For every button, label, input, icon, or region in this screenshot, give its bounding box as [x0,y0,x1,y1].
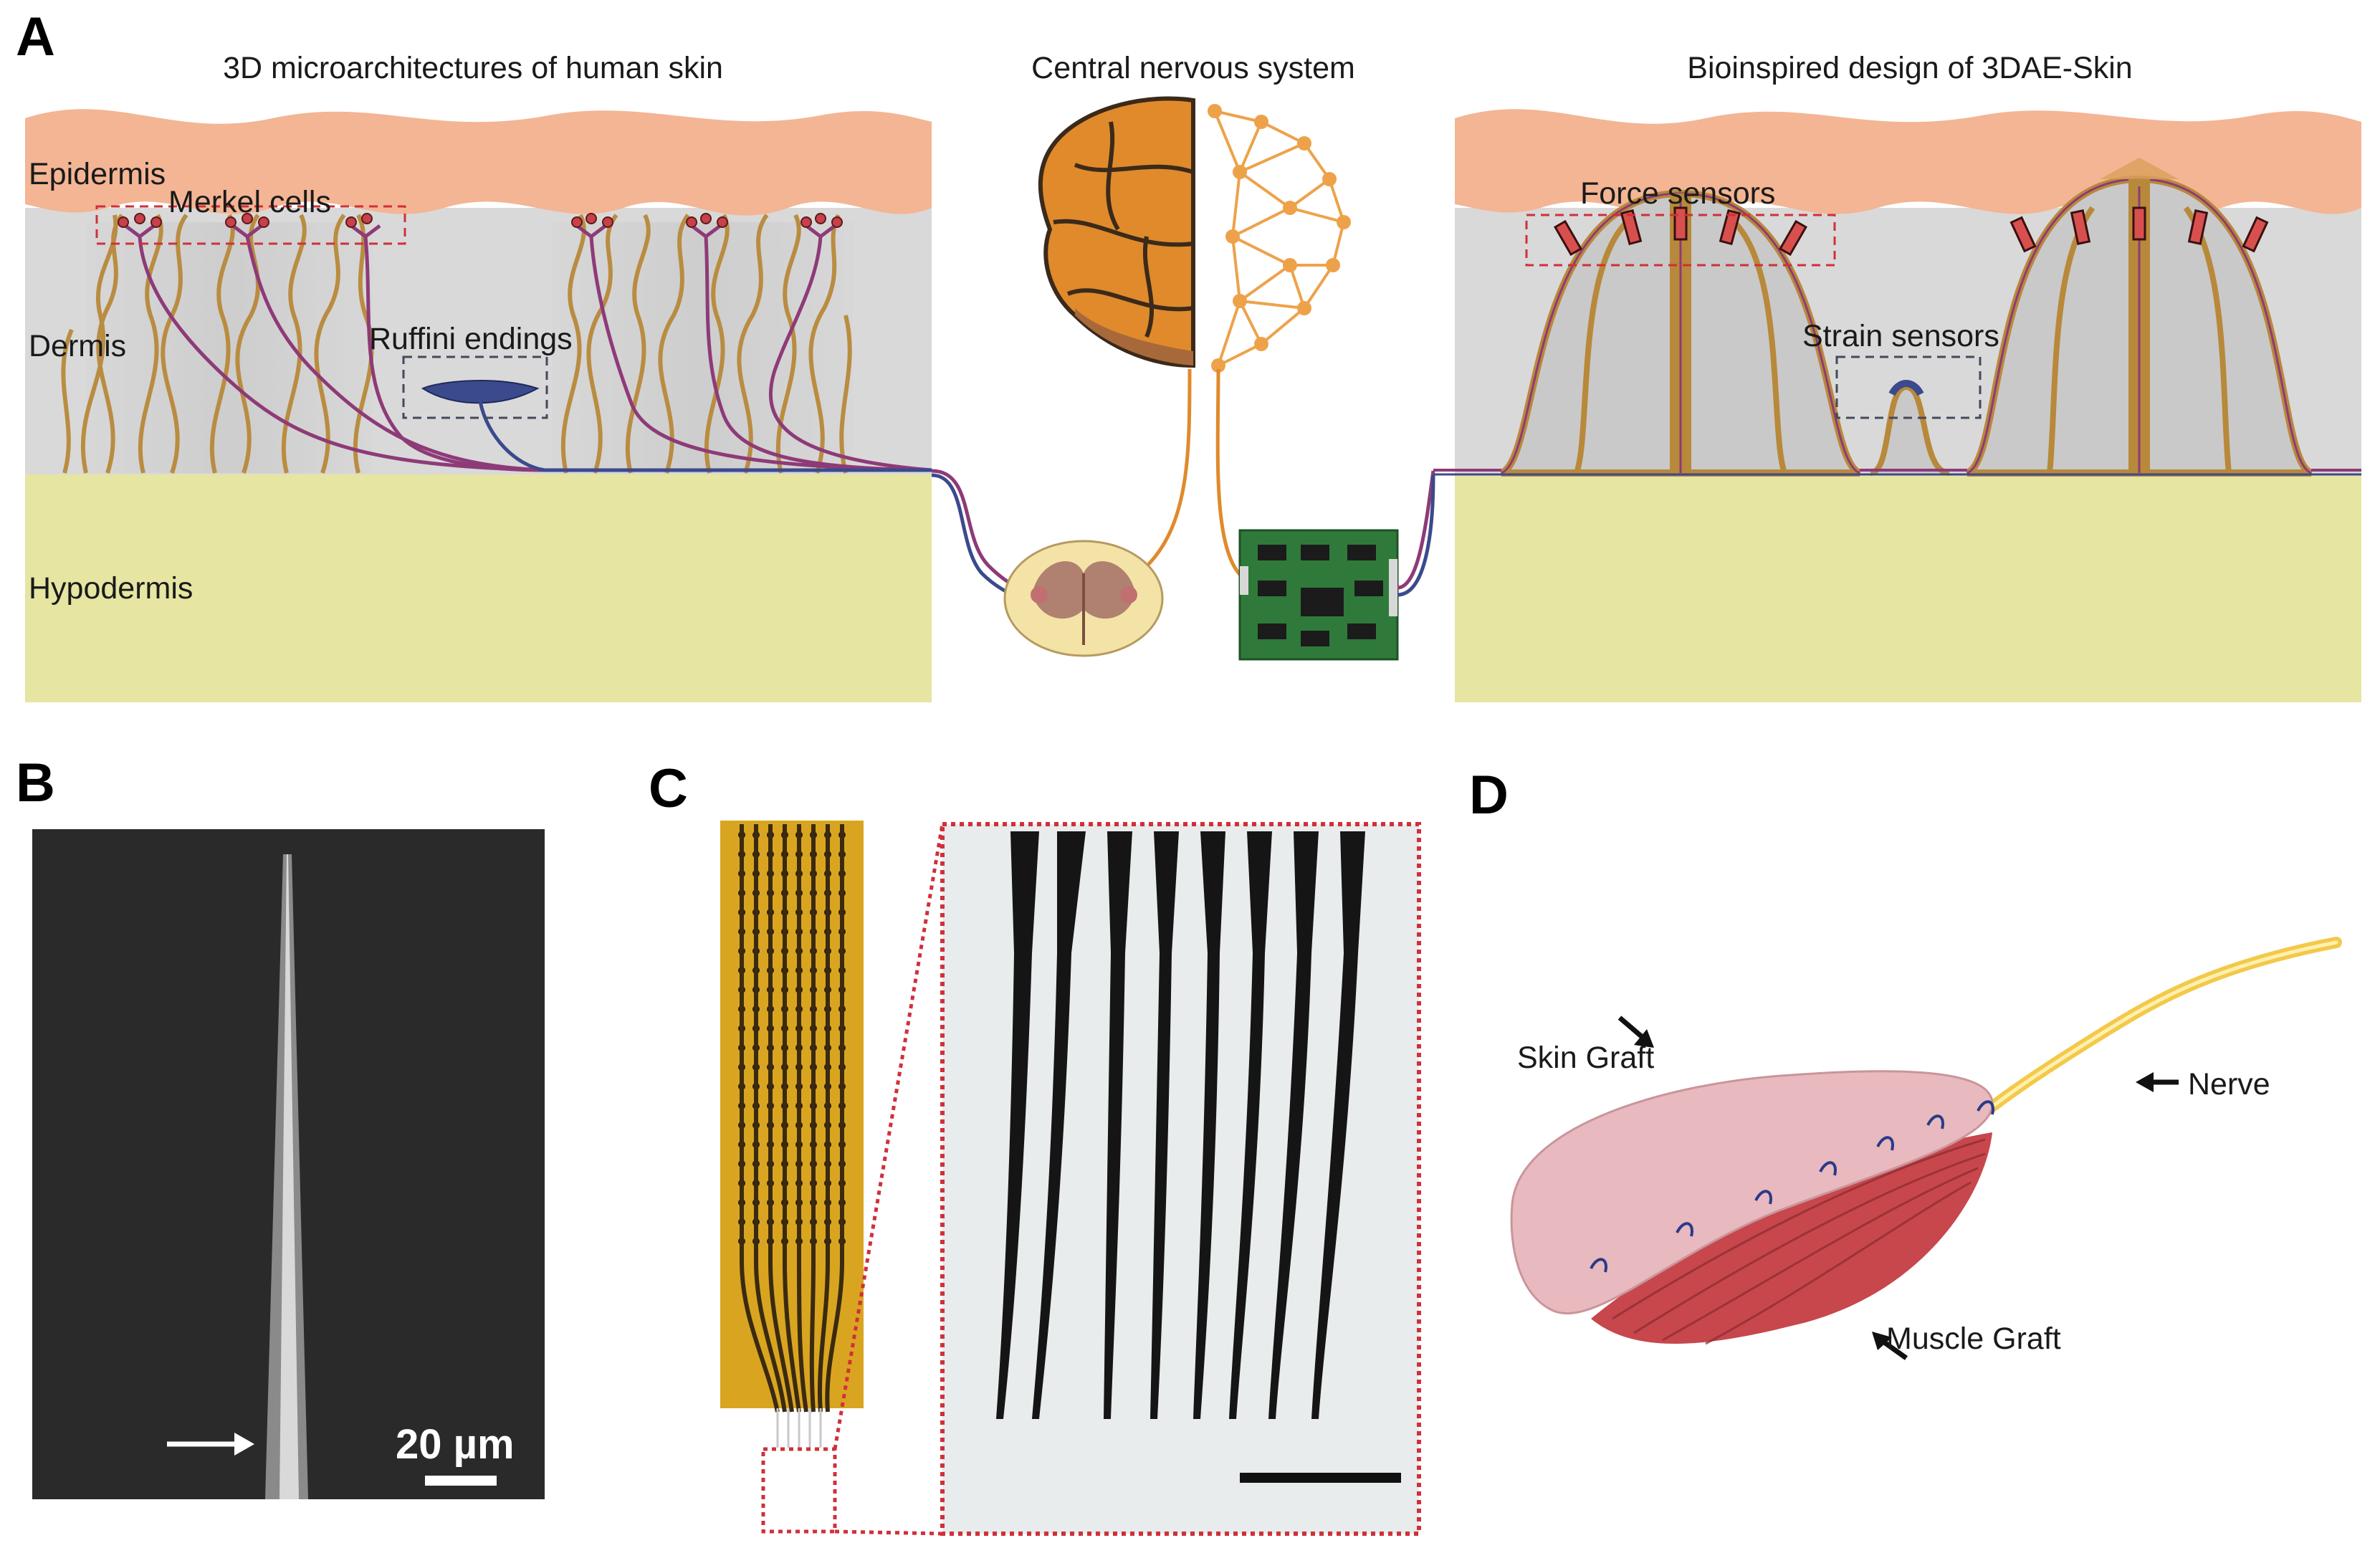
label-merkel-cells: Merkel cells [168,185,331,219]
electrode-array-photo [720,821,1421,1536]
panel-a-title-right: Bioinspired design of 3DAE-Skin [1687,51,2133,85]
epidermis-layer [25,109,932,216]
label-hypodermis: Hypodermis [29,571,193,606]
arrow-icon [1617,1016,2179,1360]
skin-graft [1511,1071,1992,1314]
force-sensor-box [1525,214,1836,267]
panel-a-title-left: 3D microarchitectures of human skin [223,51,723,85]
artificial-hypodermis [1455,473,2361,702]
graft-illustration [1510,937,2342,1360]
scale-bar-label: 20 µm [396,1421,515,1468]
sem-image [32,829,545,1499]
pcb-board [1238,529,1399,661]
strain-sensor-box [1835,355,1982,419]
label-ruffini-endings: Ruffini endings [369,322,573,356]
muscle-graft [1591,1132,1992,1344]
label-nerve: Nerve [2188,1067,2270,1102]
label-epidermis: Epidermis [29,157,166,191]
label-skin-graft: Skin Graft [1517,1041,1655,1075]
label-force-sensors: Force sensors [1580,176,1776,211]
arrow-icon [167,1433,254,1456]
panel-d-letter: D [1469,765,1509,826]
hypodermis-layer [25,473,932,702]
label-strain-sensors: Strain sensors [1802,319,1999,353]
panel-b-letter: B [16,752,55,813]
scale-bar [425,1476,497,1486]
panel-c-letter: C [649,758,688,819]
panel-a-letter: A [16,6,55,67]
merkel-cells [118,213,843,228]
spinal-cord [1003,540,1164,657]
central-nervous-system [931,96,1435,661]
scale-bar-c [1240,1473,1401,1483]
label-dermis: Dermis [29,329,127,363]
small-zoom-box [761,1447,837,1534]
ruffini-ending [421,380,540,404]
panel-a-title-center: Central nervous system [1031,51,1355,85]
skin-cross-section [25,109,932,702]
sutures [1590,1100,1994,1273]
force-sensors [1554,206,2269,257]
nerve [1936,937,2342,1152]
label-muscle-graft: Muscle Graft [1886,1322,2061,1356]
bioinspired-skin [1433,109,2361,702]
needle-tips [996,831,1365,1419]
ruffini-box [402,355,548,419]
